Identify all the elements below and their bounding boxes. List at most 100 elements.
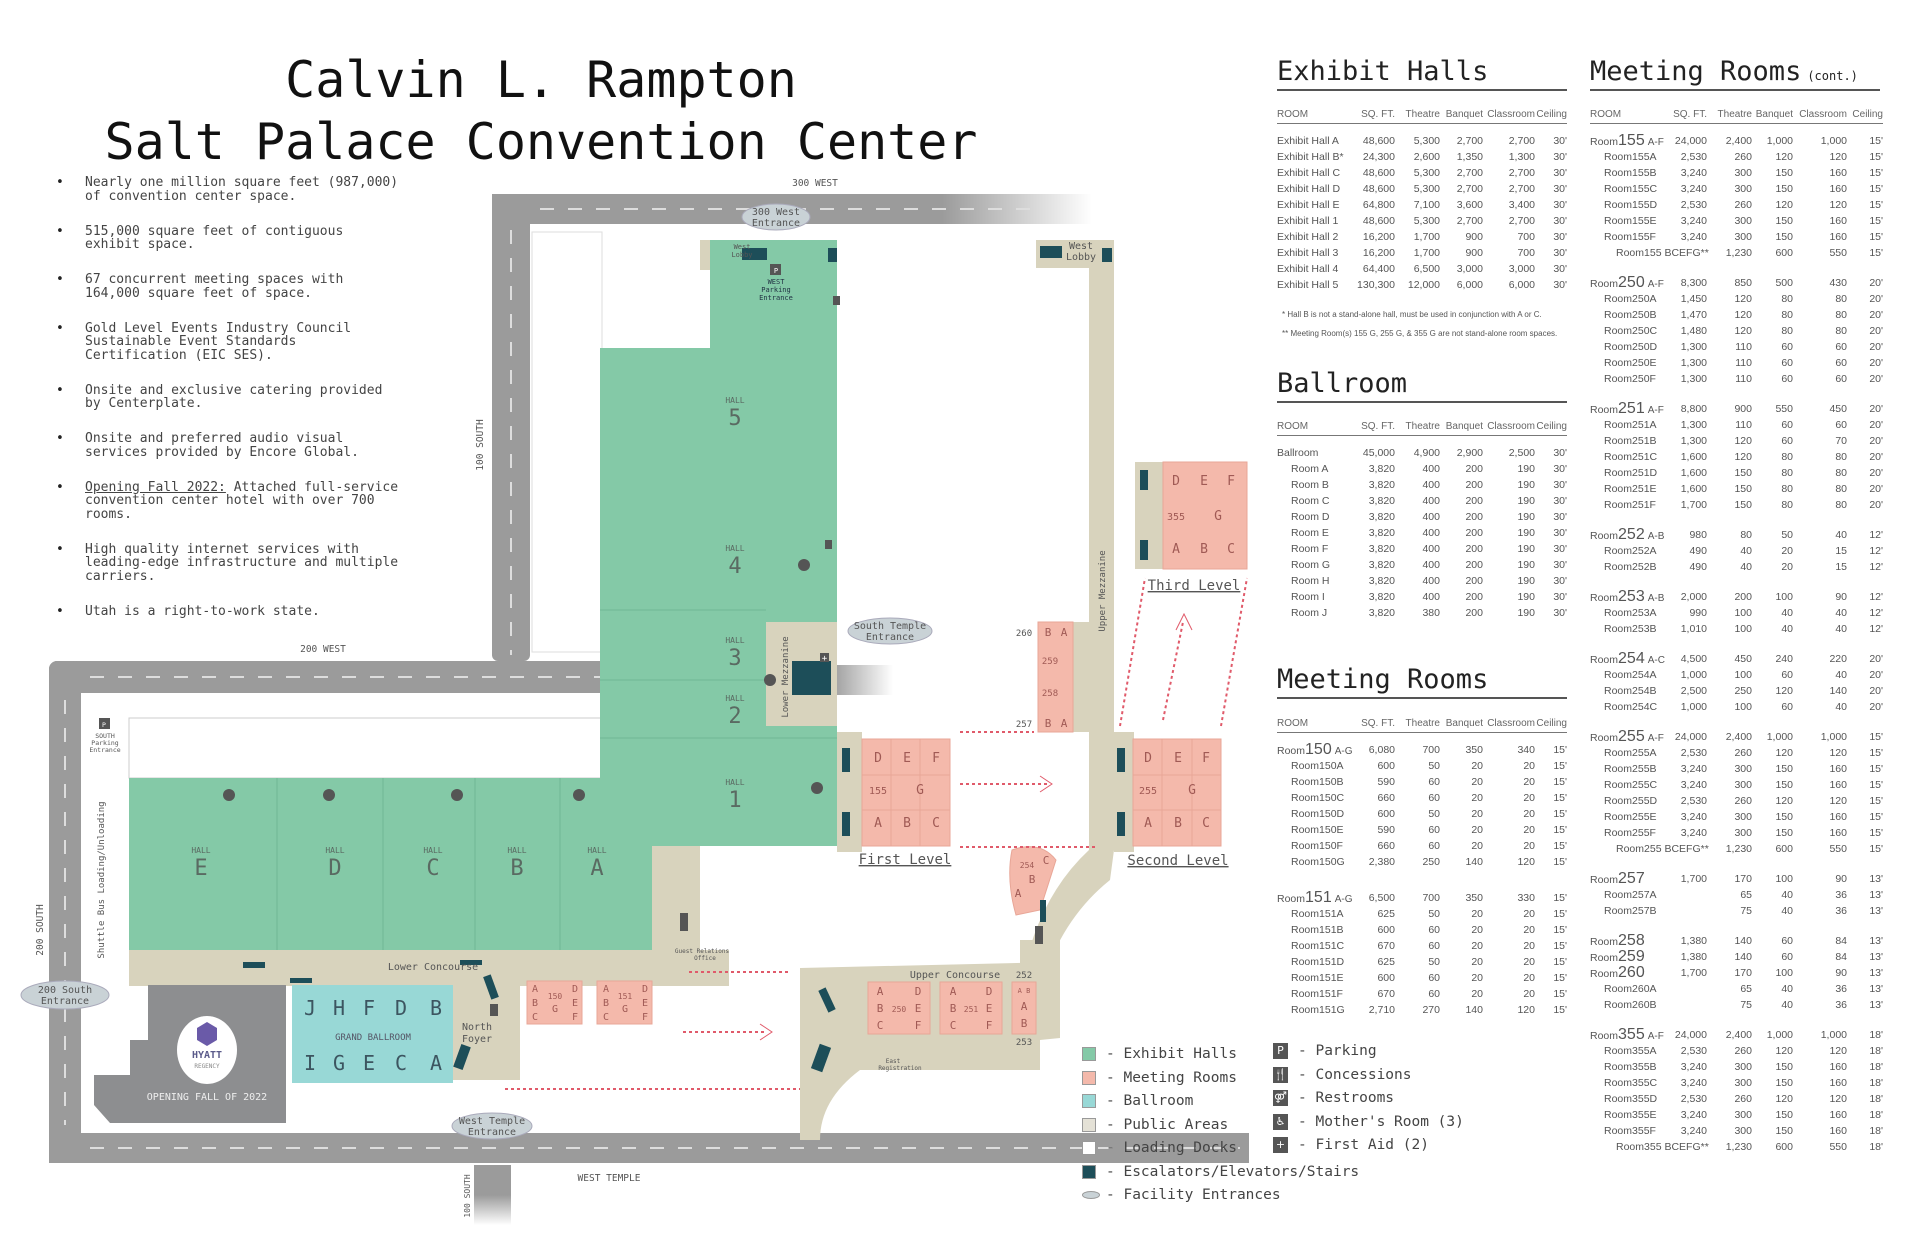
legend-item: - Facility Entrances <box>1082 1185 1281 1205</box>
cell-theatre: 300 <box>1734 1077 1752 1089</box>
svg-text:Office: Office <box>694 955 716 962</box>
cell-banquet: 20 <box>1471 840 1483 852</box>
svg-text:F: F <box>915 1019 922 1032</box>
svg-text:F: F <box>642 1012 648 1023</box>
room-name: Room155C <box>1604 183 1658 195</box>
svg-text:Parking: Parking <box>761 286 791 294</box>
cell-classroom: 40 <box>1835 529 1847 541</box>
cell-banquet: 40 <box>1781 905 1793 917</box>
room-name: Exhibit Hall E <box>1277 199 1340 211</box>
room-name: Exhibit Hall 2 <box>1277 231 1339 243</box>
room-name: Room151E <box>1291 972 1344 984</box>
cell-theatre: 60 <box>1428 824 1440 836</box>
road-200-south <box>49 661 81 1163</box>
cell-banquet: 20 <box>1471 956 1483 968</box>
cell-classroom: 160 <box>1829 1077 1847 1089</box>
cell-banquet: 600 <box>1775 843 1793 855</box>
cell-classroom: 190 <box>1517 543 1535 555</box>
highlight-text: 515,000 square feet of contiguous exhibi… <box>85 223 344 252</box>
cell-ceiling: 20' <box>1869 419 1883 431</box>
cell-sqft: 48,600 <box>1362 183 1395 195</box>
cell-sqft: 3,240 <box>1680 1061 1707 1073</box>
level-connector-arrows <box>505 577 1248 1090</box>
grand-ballroom-label: GRAND BALLROOM <box>335 1033 411 1043</box>
room-name: Room251E <box>1604 483 1657 495</box>
legend-item: ⚤- Restrooms <box>1273 1088 1394 1108</box>
svg-text:155: 155 <box>869 786 887 797</box>
room-name: Exhibit Hall 3 <box>1277 247 1339 259</box>
cell-banquet: 150 <box>1775 811 1793 823</box>
svg-text:D: D <box>1144 751 1152 766</box>
cell-sqft: 600 <box>1377 808 1395 820</box>
cell-ceiling: 20' <box>1869 435 1883 447</box>
restroom-icon <box>825 540 832 549</box>
cell-theatre: 60 <box>1428 988 1440 1000</box>
cell-sqft: 3,820 <box>1368 511 1395 523</box>
cell-banquet: 60 <box>1781 341 1793 353</box>
cell-classroom: 340 <box>1517 744 1535 756</box>
room-name: Room355F <box>1604 1125 1656 1137</box>
cell-banquet: 20 <box>1471 972 1483 984</box>
cell-banquet: 2,700 <box>1456 215 1483 227</box>
legend-swatch <box>1082 1141 1096 1155</box>
cell-ceiling: 20' <box>1869 499 1883 511</box>
cell-ceiling: 13' <box>1869 935 1883 947</box>
column-header: Theatre <box>1395 108 1440 124</box>
loading-docks-west <box>531 231 603 653</box>
ballroom-room-g: G <box>333 1051 345 1075</box>
cell-sqft: 8,800 <box>1680 403 1707 415</box>
cell-theatre: 400 <box>1422 559 1440 571</box>
cell-theatre: 60 <box>1428 776 1440 788</box>
svg-text:Lobby: Lobby <box>1066 252 1096 263</box>
cell-classroom: 550 <box>1829 1141 1847 1153</box>
cell-banquet: 20 <box>1471 988 1483 1000</box>
cell-classroom: 40 <box>1835 623 1847 635</box>
cell-classroom: 120 <box>1829 199 1847 211</box>
cell-theatre: 110 <box>1735 419 1752 431</box>
restroom-icon <box>490 1004 498 1016</box>
room-name: Exhibit Hall C <box>1277 167 1341 179</box>
svg-text:G: G <box>1188 783 1196 798</box>
cell-banquet: 80 <box>1781 451 1793 463</box>
cell-banquet: 40 <box>1781 607 1793 619</box>
room-name: Room252A <box>1604 545 1657 557</box>
cell-theatre: 110 <box>1735 357 1752 369</box>
cell-ceiling: 20' <box>1869 451 1883 463</box>
cell-banquet: 40 <box>1781 983 1793 995</box>
concessions-icon <box>811 782 823 794</box>
cell-sqft: 3,240 <box>1680 763 1707 775</box>
cell-classroom: 70 <box>1835 435 1847 447</box>
cell-theatre: 300 <box>1734 231 1752 243</box>
room-name: Room J <box>1291 607 1328 619</box>
exhibit-halls-heading: Exhibit Halls <box>1277 58 1567 91</box>
cell-classroom: 80 <box>1835 451 1847 463</box>
cell-sqft: 1,600 <box>1680 483 1707 495</box>
cell-sqft: 2,530 <box>1680 151 1707 163</box>
cell-sqft: 2,530 <box>1680 1045 1707 1057</box>
ballroom-room-e: E <box>363 1051 375 1075</box>
cell-theatre: 120 <box>1734 309 1752 321</box>
ballroom-room-i: I <box>304 1051 316 1075</box>
cell-banquet: 40 <box>1781 889 1793 901</box>
cell-banquet: 900 <box>1465 231 1483 243</box>
column-header: ROOM <box>1277 108 1357 124</box>
cell-banquet: 200 <box>1465 575 1483 587</box>
svg-text:HALL: HALL <box>725 778 744 787</box>
cell-sqft: 3,240 <box>1680 231 1707 243</box>
cell-banquet: 2,700 <box>1456 167 1483 179</box>
cell-ceiling: 13' <box>1869 999 1883 1011</box>
